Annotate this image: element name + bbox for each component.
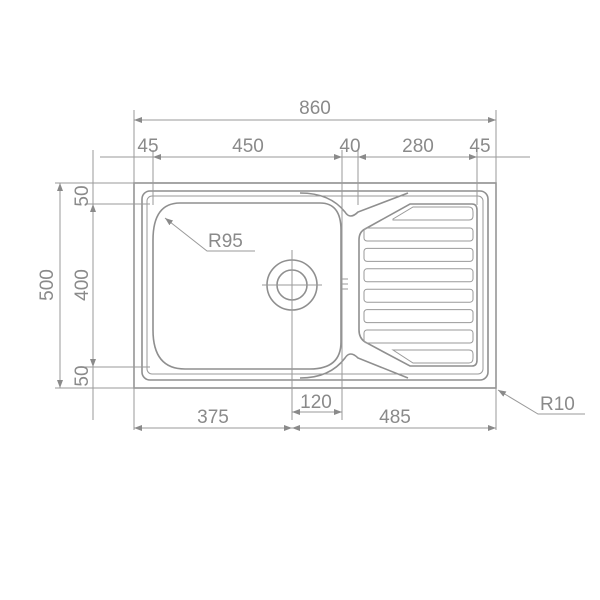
drainboard	[342, 203, 478, 367]
dim-50-top: 50	[72, 185, 93, 206]
label-r10: R10	[540, 394, 575, 415]
dim-120: 120	[300, 392, 332, 413]
dim-45-right: 45	[469, 136, 490, 157]
bowl	[152, 192, 409, 379]
dim-40: 40	[339, 136, 360, 157]
dimension-bottom: 375 485 120	[134, 392, 496, 431]
dim-45-left: 45	[137, 136, 158, 157]
drainboard-rib	[363, 227, 474, 242]
label-r95: R95	[208, 231, 243, 252]
radius-callouts: R95 R10	[164, 217, 585, 415]
drainboard-rib	[363, 268, 474, 283]
drainboard-rib	[363, 288, 474, 303]
dimension-left: 500 50 400 50	[37, 150, 96, 420]
extension-lines	[55, 110, 497, 430]
dim-50-bottom: 50	[72, 365, 93, 386]
dimension-top: 860 45 450 40 280 45	[100, 98, 530, 160]
dim-450: 450	[232, 136, 264, 157]
drainboard-rib	[363, 247, 474, 262]
dim-375: 375	[197, 407, 229, 428]
dim-860: 860	[299, 98, 331, 119]
drainboard-rib	[363, 329, 474, 344]
dim-500: 500	[37, 269, 58, 301]
dim-400: 400	[72, 269, 93, 301]
drainboard-rib	[363, 309, 474, 324]
dim-485: 485	[379, 407, 411, 428]
dim-280: 280	[402, 136, 434, 157]
